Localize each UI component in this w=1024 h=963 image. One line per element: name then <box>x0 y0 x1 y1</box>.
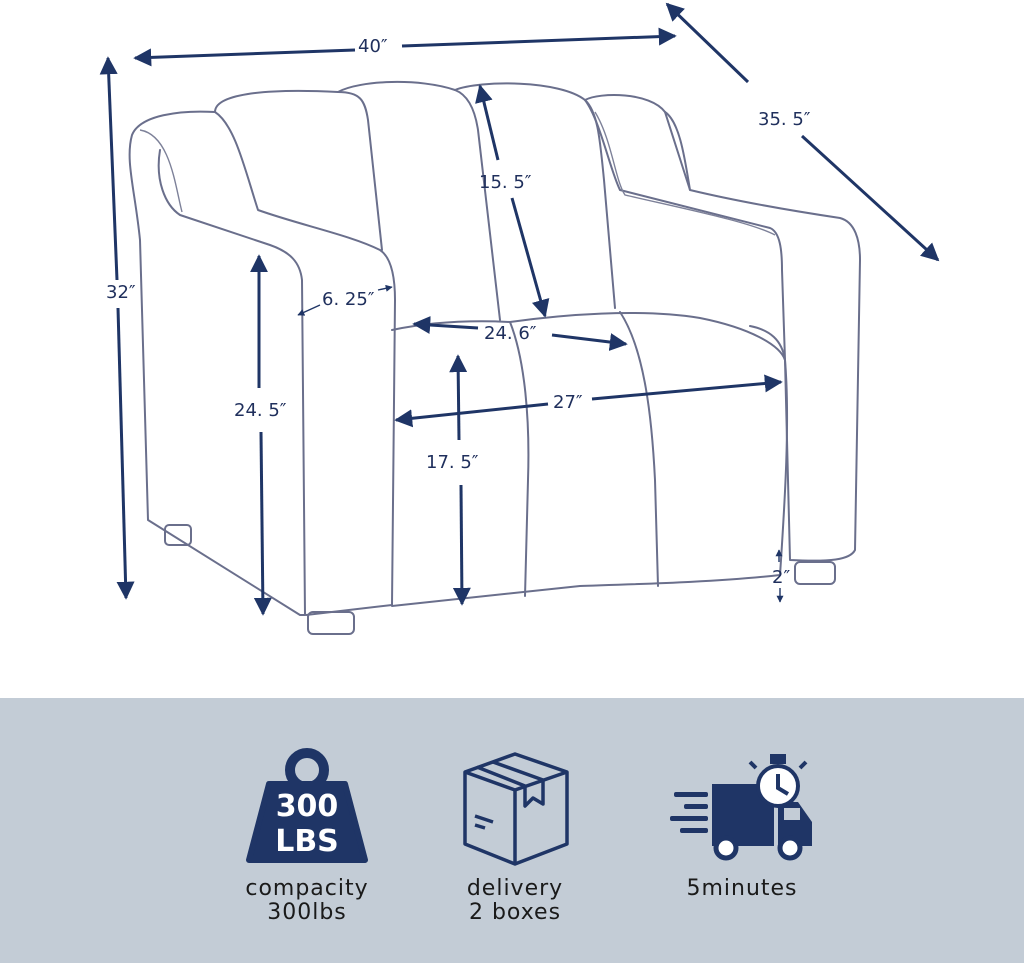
arrow-seat-depth-right <box>551 333 628 351</box>
arm-height-label: 24. 5″ <box>234 400 287 421</box>
sofa-dimension-diagram: 40″ 35. 5″ 32″ 15. 5″ 6. 25″ 24. 6″ 27″ … <box>99 2 940 635</box>
arrow-back-top <box>475 84 500 161</box>
arrow-depth-bottom <box>800 134 940 262</box>
overall-depth-label: 35. 5″ <box>758 109 811 130</box>
feature-panel: 300 LBS compacity 300lbs d <box>0 698 1024 963</box>
seat-height-label: 17. 5″ <box>426 452 479 473</box>
arrow-width-right <box>401 27 677 48</box>
leg-front-left <box>307 611 355 635</box>
right-arm <box>664 111 861 562</box>
arrow-depth-top <box>665 2 750 84</box>
arrow-seat-height-top <box>449 354 468 441</box>
back-cushion-right <box>584 94 691 191</box>
arrow-arm-left <box>297 304 321 316</box>
feature-weight-line1: compacity <box>245 876 369 901</box>
arrow-width-left <box>133 48 356 67</box>
panel-background <box>0 698 1024 963</box>
arrow-seat-width-right <box>591 374 783 401</box>
dimension-arrows <box>99 2 940 616</box>
weight-badge-unit: LBS <box>275 824 339 859</box>
seat-channel-2 <box>619 311 659 587</box>
feature-weight-caption: compacity 300lbs <box>197 877 417 925</box>
leg-height-label: 2″ <box>772 567 790 588</box>
box-icon <box>463 752 569 866</box>
feature-delivery-line1: delivery <box>466 876 564 901</box>
overall-height-label: 32″ <box>106 282 136 303</box>
feature-weight-capacity: 300 LBS compacity 300lbs <box>197 698 417 925</box>
feature-panel-background <box>0 698 1024 963</box>
seat-depth-label: 24. 6″ <box>484 323 537 344</box>
arm-width-label: 6. 25″ <box>322 289 375 310</box>
delivery-truck-icon <box>670 754 812 861</box>
arrow-seat-depth-left <box>412 316 479 334</box>
arrow-back-bottom <box>510 197 550 318</box>
arrow-seat-width-left <box>394 402 549 428</box>
weight-badge-number: 300 <box>276 789 339 824</box>
back-cushion-center-right <box>454 82 616 309</box>
arrow-height-bottom <box>116 307 135 600</box>
arrow-arm-right <box>377 284 393 292</box>
feature-delivery-boxes: delivery 2 boxes <box>405 698 625 925</box>
right-arm-inner <box>584 99 786 361</box>
back-cushion-center-left <box>337 81 501 321</box>
feature-delivery-line2: 2 boxes <box>468 900 562 925</box>
left-arm <box>128 110 306 616</box>
arrow-arm-height-bottom <box>253 431 272 616</box>
seat-channel-1 <box>509 321 530 597</box>
arrow-height-top <box>99 56 119 281</box>
feature-time-line1: 5minutes <box>686 876 798 901</box>
feature-delivery-time: 5minutes <box>632 698 852 901</box>
arrow-seat-height-bottom <box>452 484 471 606</box>
feature-time-caption: 5minutes <box>632 877 852 901</box>
leg-front-right <box>794 561 836 585</box>
back-height-label: 15. 5″ <box>479 172 532 193</box>
feature-delivery-caption: delivery 2 boxes <box>405 877 625 925</box>
weight-icon: 300 LBS <box>246 748 368 863</box>
leg-back-left <box>164 524 192 546</box>
back-cushion-left <box>214 89 383 251</box>
overall-width-label: 40″ <box>358 36 388 57</box>
dimension-labels: 40″ 35. 5″ 32″ 15. 5″ 6. 25″ 24. 6″ 27″ … <box>106 36 811 588</box>
seat-width-label: 27″ <box>553 392 583 413</box>
left-arm-front <box>214 111 396 616</box>
feature-weight-line2: 300lbs <box>267 900 347 925</box>
sofa-drawing <box>128 81 861 635</box>
